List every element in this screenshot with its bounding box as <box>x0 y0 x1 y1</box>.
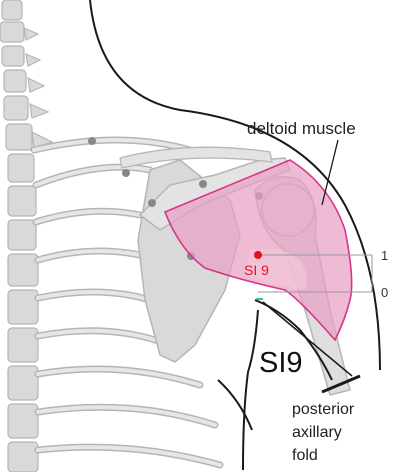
scale-label-top: 1 <box>381 248 388 263</box>
fold-leader-tick <box>321 374 361 394</box>
deltoid-label: deltoid muscle <box>247 119 356 138</box>
fold-label-line1: posterior <box>292 401 355 418</box>
si9-large-label: SI9 <box>259 347 303 379</box>
deltoid-leader-line <box>321 139 339 206</box>
si9-point <box>254 251 262 259</box>
fold-leader-line <box>262 301 353 377</box>
ribs-inner <box>32 138 222 467</box>
si9-small-label: SI 9 <box>244 262 269 278</box>
scale-guides <box>258 254 373 293</box>
fold-label-line3: fold <box>292 447 318 464</box>
fold-label-line2: axillary <box>292 424 342 441</box>
clavicle <box>119 146 273 169</box>
scale-label-bottom: 0 <box>381 285 388 300</box>
deltoid-inner-band <box>245 248 307 290</box>
spine <box>0 0 54 472</box>
